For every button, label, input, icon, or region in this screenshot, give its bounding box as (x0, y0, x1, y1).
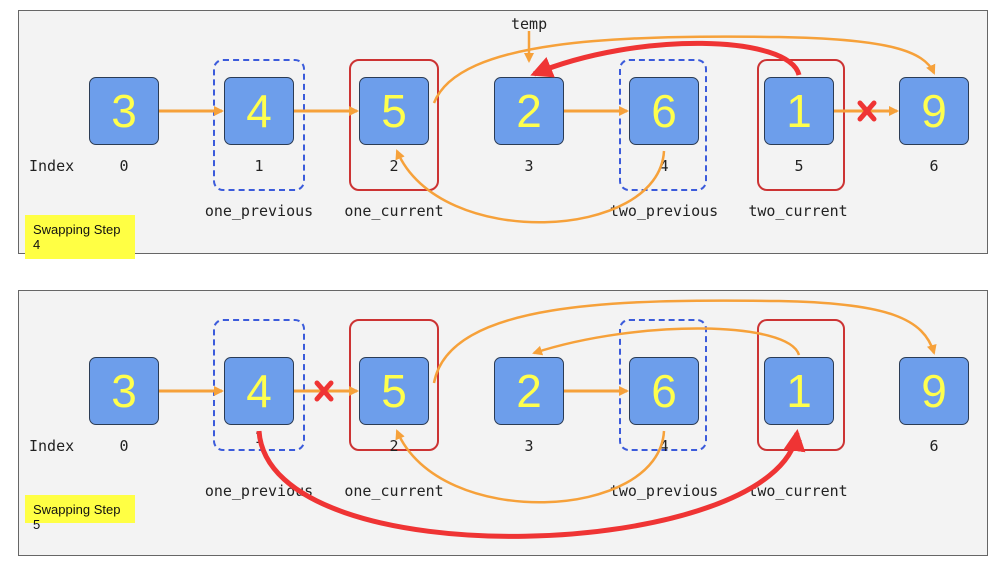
node-3: 2 (494, 357, 564, 425)
index-0: 0 (119, 157, 129, 175)
index-4: 4 (659, 437, 669, 455)
node-2: 5 (359, 357, 429, 425)
index-2: 2 (389, 437, 399, 455)
index-4: 4 (659, 157, 669, 175)
one-current-box (349, 59, 439, 191)
node-6: 9 (899, 77, 969, 145)
one-previous-label: one_previous (204, 202, 314, 220)
node-5: 1 (764, 77, 834, 145)
node-1: 4 (224, 77, 294, 145)
index-1: 1 (254, 429, 264, 447)
node-3: 2 (494, 77, 564, 145)
index-label: Index (29, 437, 75, 455)
two-current-label: two_current (748, 202, 848, 220)
node-4: 6 (629, 77, 699, 145)
two-previous-label: two_previous (609, 482, 719, 500)
index-6: 6 (929, 157, 939, 175)
index-5: 5 (794, 437, 804, 455)
node-5: 1 (764, 357, 834, 425)
swap-step-5-panel: Index 3 4 5 2 6 1 9 0 1 2 3 4 5 6 one_pr… (18, 290, 988, 556)
one-previous-box (213, 59, 305, 191)
step-label: Swapping Step 4 (25, 215, 135, 259)
node-6: 9 (899, 357, 969, 425)
two-current-label: two_current (748, 482, 848, 500)
swap-step-4-panel: temp Index 3 4 5 2 6 1 9 0 1 2 3 4 5 6 o… (18, 10, 988, 259)
node-0: 3 (89, 357, 159, 425)
index-3: 3 (524, 157, 534, 175)
index-3: 3 (524, 437, 534, 455)
index-label: Index (29, 157, 75, 175)
node-2: 5 (359, 77, 429, 145)
one-current-label: one_current (344, 202, 444, 220)
cut-mark-icon (857, 100, 877, 122)
node-1: 4 (224, 357, 294, 425)
index-5: 5 (794, 157, 804, 175)
node-0: 3 (89, 77, 159, 145)
two-previous-label: two_previous (609, 202, 719, 220)
step-label: Swapping Step 5 (25, 495, 135, 532)
cut-mark-icon (314, 380, 334, 402)
index-1: 1 (254, 157, 264, 175)
index-0: 0 (119, 437, 129, 455)
temp-label: temp (511, 15, 548, 33)
node-4: 6 (629, 357, 699, 425)
index-2: 2 (389, 157, 399, 175)
index-6: 6 (929, 437, 939, 455)
one-previous-label: one_previous (204, 482, 314, 500)
one-current-label: one_current (344, 482, 444, 500)
